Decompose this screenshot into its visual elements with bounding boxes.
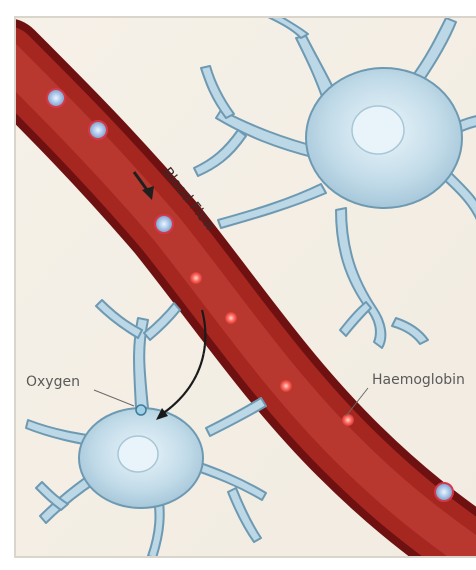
haemoglobin-cell [155,215,173,233]
red-blood-cell [225,312,237,324]
haemoglobin-cell [47,89,65,107]
haemoglobin-cell [435,483,453,501]
haemoglobin-cell [89,121,107,139]
nucleus-lower [118,436,158,472]
nucleus-upper [352,106,404,154]
haemoglobin-label: Haemoglobin [372,372,465,388]
oxygen-label: Oxygen [26,374,80,390]
oxygen-molecule [136,405,146,415]
red-blood-cell [342,414,354,426]
diagram-canvas: Blood Flow [16,18,476,556]
red-blood-cell [280,380,292,392]
red-blood-cell [190,272,202,284]
diagram-panel: Blood Flow [14,16,476,558]
